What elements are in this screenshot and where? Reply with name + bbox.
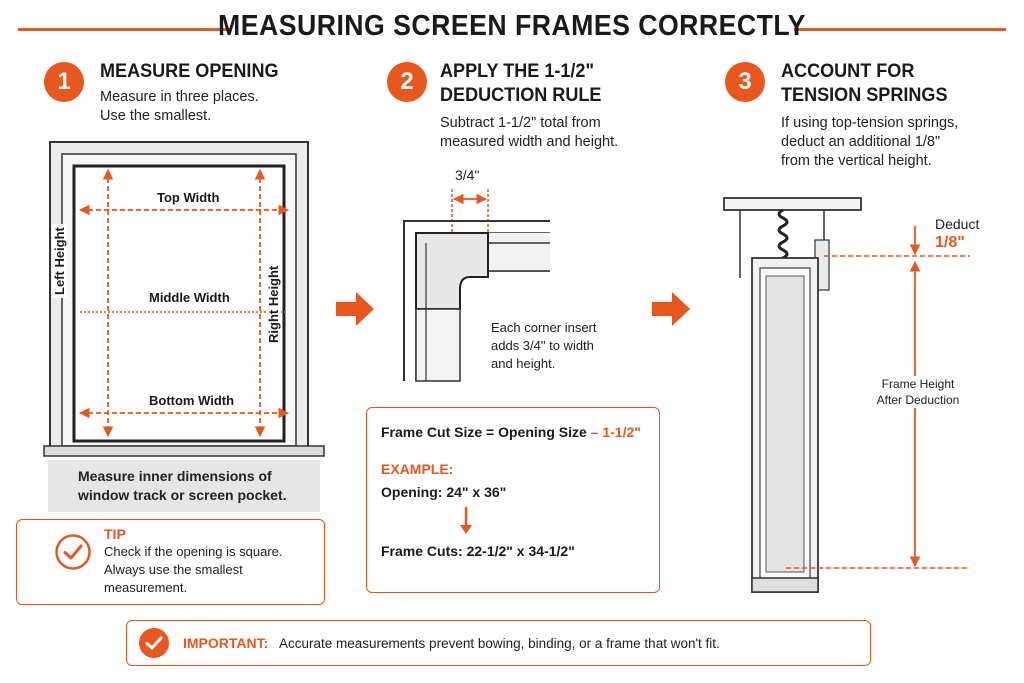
deduct-label: Deduct — [935, 216, 980, 232]
example-opening-label: Opening: — [381, 484, 443, 500]
formula-right: – 1-1/2" — [590, 424, 641, 440]
bottom-width-label: Bottom Width — [146, 393, 238, 408]
check-circle-icon — [55, 534, 91, 570]
head-rail — [723, 197, 862, 211]
step-1-heading: MEASURE OPENING — [100, 61, 279, 82]
step-arrow-1 — [336, 292, 374, 326]
frame-corner-outer — [403, 220, 550, 381]
example-cuts: Frame Cuts: 22-1/2" x 34-1/2" — [381, 543, 575, 559]
corner-insert — [415, 232, 489, 310]
step-1-caption-panel — [48, 460, 320, 512]
step-2-description: Subtract 1-1/2" total from measured widt… — [440, 115, 619, 150]
middle-width-label: Middle Width — [146, 290, 233, 305]
formula-line: Frame Cut Size = Opening Size – 1-1/2" — [381, 424, 641, 440]
step-1-caption: Measure inner dimensions of window track… — [78, 468, 287, 503]
title-rule-right — [794, 28, 1006, 31]
right-height-label: Right Height — [266, 262, 281, 346]
tip-text: Check if the opening is square. Always u… — [104, 544, 283, 595]
example-title: EXAMPLE: — [381, 461, 454, 477]
tip-title: TIP — [104, 526, 126, 542]
example-opening: Opening: 24" x 36" — [381, 484, 506, 500]
step-2-heading: APPLY THE 1-1/2" DEDUCTION RULE — [440, 61, 602, 106]
tension-spring-diagram — [723, 197, 970, 593]
corner-note: Each corner insert adds 3/4" to width an… — [491, 320, 597, 371]
step-3-description: If using top-tension springs, deduct an … — [781, 115, 959, 169]
step-1-description: Measure in three places. Use the smalles… — [100, 89, 259, 124]
formula-left: Frame Cut Size = — [381, 424, 495, 440]
step-2-badge: 2 — [387, 62, 427, 102]
check-circle-icon — [139, 628, 169, 658]
frame-bottom-rail — [751, 577, 819, 593]
step-3-badge: 3 — [725, 62, 765, 102]
top-width-label: Top Width — [154, 190, 223, 205]
left-height-label: Left Height — [52, 224, 67, 298]
important-text: Accurate measurements prevent bowing, bi… — [279, 636, 720, 651]
formula-box — [366, 407, 660, 593]
step-arrow-2 — [652, 292, 690, 326]
frame-height-label: Frame Height After Deduction — [868, 376, 968, 408]
tip-box — [16, 519, 325, 605]
important-label: IMPORTANT: — [183, 635, 269, 651]
example-cuts-value: 22-1/2" x 34-1/2" — [466, 543, 575, 559]
formula-middle: Opening Size — [498, 424, 587, 440]
title-rule-left — [18, 28, 230, 31]
step-1-badge: 1 — [44, 62, 84, 102]
example-cuts-label: Frame Cuts: — [381, 543, 463, 559]
corner-insert-diagram — [403, 189, 550, 382]
step-3-heading: ACCOUNT FOR TENSION SPRINGS — [781, 61, 948, 106]
important-banner — [126, 620, 871, 666]
example-down-arrow — [460, 507, 472, 534]
frame-stile — [415, 308, 461, 382]
window-sill — [43, 445, 325, 457]
example-opening-value: 24" x 36" — [446, 484, 507, 500]
deduct-value: 1/8" — [935, 234, 965, 251]
corner-dimension-label: 3/4" — [455, 167, 480, 183]
page-title: MEASURING SCREEN FRAMES CORRECTLY — [218, 10, 806, 42]
screen-mesh — [765, 275, 805, 573]
